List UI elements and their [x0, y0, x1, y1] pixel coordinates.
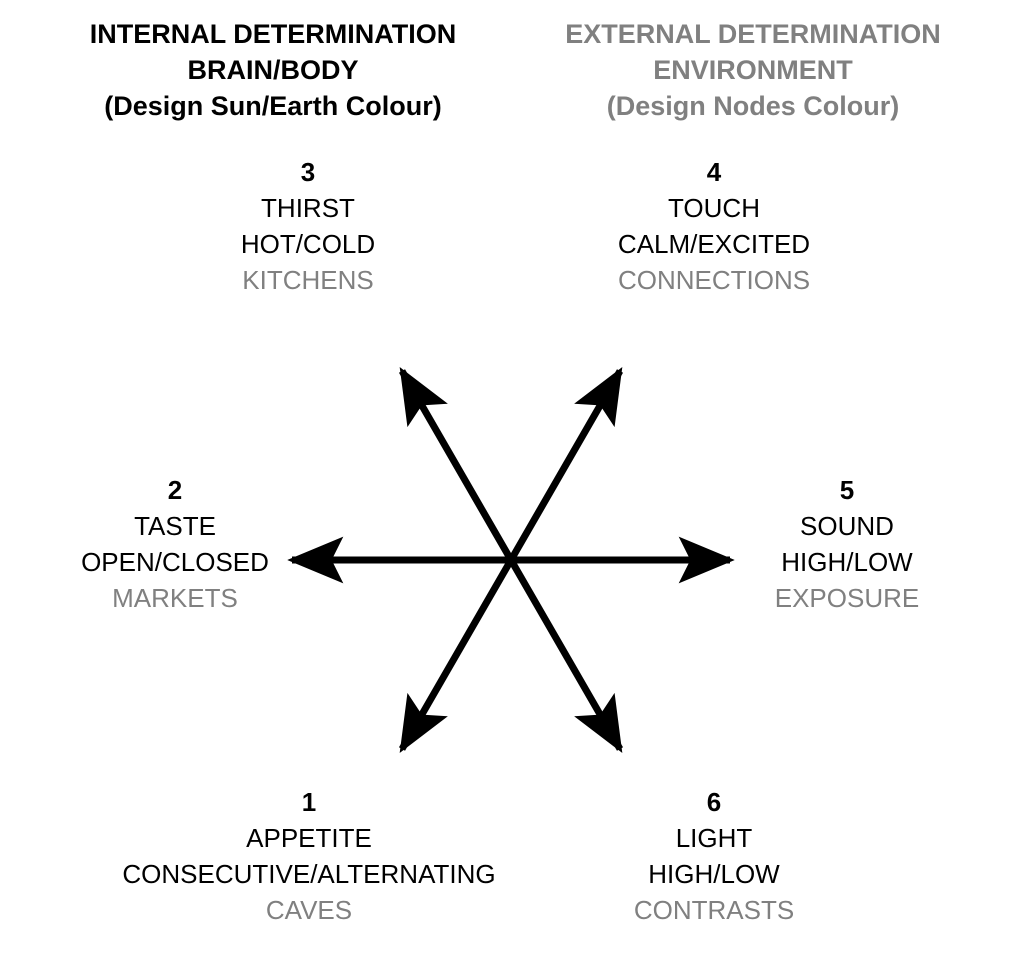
- arrow-to-node-3: [398, 366, 515, 562]
- node-6: 6 LIGHT HIGH/LOW CONTRASTS: [634, 784, 794, 928]
- node-mode: HIGH/LOW: [781, 547, 913, 577]
- header-title: INTERNAL DETERMINATION: [89, 19, 457, 49]
- node-5: 5 SOUND HIGH/LOW EXPOSURE: [775, 472, 920, 616]
- node-number: 2: [167, 475, 183, 505]
- node-mode: HIGH/LOW: [648, 859, 780, 889]
- node-number: 4: [706, 157, 722, 187]
- node-sense: LIGHT: [675, 823, 753, 853]
- node-2: 2 TASTE OPEN/CLOSED MARKETS: [81, 472, 269, 616]
- node-mode: HOT/COLD: [240, 229, 376, 259]
- node-environment: MARKETS: [112, 583, 238, 613]
- node-sense: THIRST: [261, 193, 355, 223]
- arrow-to-node-6: [507, 558, 624, 754]
- node-sense: SOUND: [800, 511, 894, 541]
- node-environment: CAVES: [265, 895, 353, 925]
- internal-determination-header: INTERNAL DETERMINATION BRAIN/BODY (Desig…: [90, 16, 457, 124]
- node-mode: OPEN/CLOSED: [81, 547, 269, 577]
- node-environment: EXPOSURE: [774, 583, 920, 613]
- node-sense: TOUCH: [668, 193, 760, 223]
- header-note: (Design Sun/Earth Colour): [104, 91, 442, 121]
- node-1: 1 APPETITE CONSECUTIVE/ALTERNATING CAVES: [122, 784, 495, 928]
- arrow-to-node-1: [398, 558, 515, 754]
- node-environment: KITCHENS: [242, 265, 374, 295]
- header-subtitle: ENVIRONMENT: [653, 55, 853, 85]
- node-number: 3: [300, 157, 316, 187]
- node-sense: APPETITE: [246, 823, 372, 853]
- node-environment: CONNECTIONS: [617, 265, 811, 295]
- node-4: 4 TOUCH CALM/EXCITED CONNECTIONS: [618, 154, 810, 298]
- node-sense: TASTE: [134, 511, 216, 541]
- node-number: 1: [301, 787, 317, 817]
- node-mode: CONSECUTIVE/ALTERNATING: [122, 859, 496, 889]
- header-subtitle: BRAIN/BODY: [187, 55, 359, 85]
- arrow-to-node-4: [507, 366, 624, 562]
- node-number: 5: [839, 475, 855, 505]
- node-3: 3 THIRST HOT/COLD KITCHENS: [241, 154, 375, 298]
- node-environment: CONTRASTS: [633, 895, 795, 925]
- header-note: (Design Nodes Colour): [606, 91, 900, 121]
- external-determination-header: EXTERNAL DETERMINATION ENVIRONMENT (Desi…: [565, 16, 941, 124]
- header-title: EXTERNAL DETERMINATION: [565, 19, 941, 49]
- node-mode: CALM/EXCITED: [617, 229, 811, 259]
- node-number: 6: [706, 787, 722, 817]
